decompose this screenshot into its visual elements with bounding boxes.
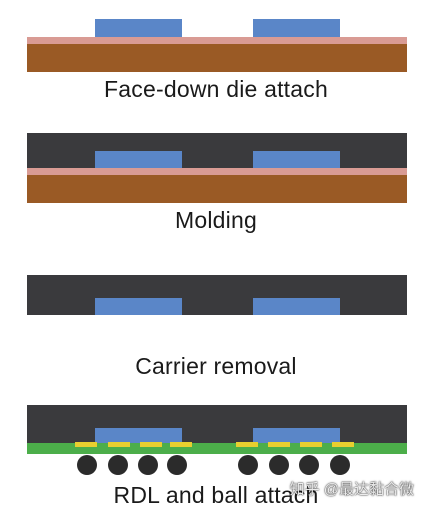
step-label-molding: Molding <box>175 207 257 233</box>
die-right <box>253 151 340 168</box>
step4-stack <box>27 405 407 475</box>
pad <box>300 442 322 447</box>
solder-ball <box>330 455 350 475</box>
die-right <box>253 19 340 38</box>
pad <box>75 442 97 447</box>
solder-ball <box>108 455 128 475</box>
solder-ball <box>238 455 258 475</box>
mold-compound <box>27 275 407 315</box>
pad <box>108 442 130 447</box>
mold-compound <box>27 405 407 443</box>
solder-ball <box>138 455 158 475</box>
die-right <box>253 428 340 443</box>
pad <box>268 442 290 447</box>
die-left <box>95 151 182 168</box>
step-label-carrier-removal: Carrier removal <box>135 353 297 379</box>
watermark: 知乎 @最达黏合微 <box>289 481 414 498</box>
pad <box>332 442 354 447</box>
step1-stack <box>27 19 407 72</box>
release-layer <box>27 37 407 44</box>
pad <box>170 442 192 447</box>
die-left <box>95 298 182 315</box>
release-layer <box>27 168 407 175</box>
step-label-rdl-and-ball-attach: RDL and ball attach <box>113 482 319 508</box>
step2-stack <box>27 133 407 203</box>
pad <box>236 442 258 447</box>
solder-ball <box>269 455 289 475</box>
die-left <box>95 19 182 38</box>
solder-ball <box>77 455 97 475</box>
die-right <box>253 298 340 315</box>
step3-stack <box>27 275 407 315</box>
pad <box>140 442 162 447</box>
rdl-layer <box>27 443 407 454</box>
mold-compound <box>27 133 407 168</box>
step-label-face-down-die-attach: Face-down die attach <box>104 76 328 102</box>
carrier <box>27 175 407 203</box>
carrier <box>27 44 407 72</box>
die-left <box>95 428 182 443</box>
solder-ball <box>167 455 187 475</box>
solder-ball <box>299 455 319 475</box>
